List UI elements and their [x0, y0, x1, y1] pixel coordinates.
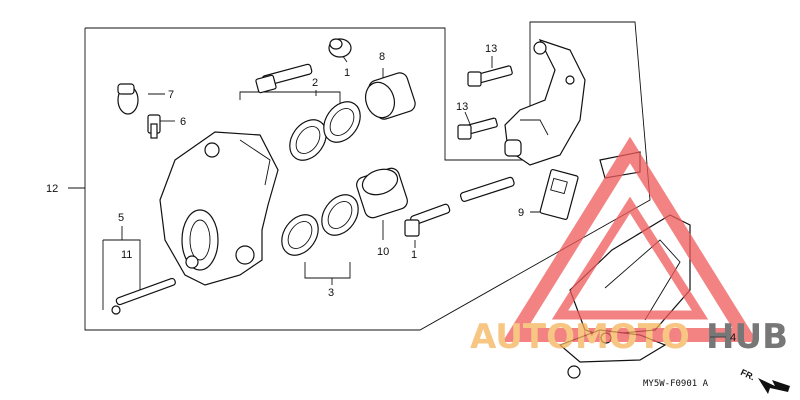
callout-13-bottom: 13	[456, 101, 468, 113]
watermark-logo: AUTOMOTO HUB	[470, 136, 788, 357]
callout-4: 4	[730, 332, 736, 344]
callout-12: 12	[46, 183, 58, 195]
caliper-body	[159, 131, 279, 286]
watermark-word-b: HUB	[706, 317, 788, 357]
callout-7: 7	[168, 89, 174, 101]
pad-pin	[111, 277, 176, 315]
bleeder-cap	[117, 83, 139, 115]
seal-set-upper	[289, 101, 361, 161]
piston-upper	[364, 72, 416, 120]
front-direction-arrow-icon: FR.	[739, 367, 790, 394]
bleeder-valve	[147, 114, 161, 139]
callout-1-top: 1	[344, 67, 350, 79]
diagram-code: MY5W-F0901 A	[643, 379, 709, 389]
guide-pin	[459, 176, 515, 202]
pad-spring	[539, 169, 579, 221]
callout-labels: 1 1 2 3 4 5 6 7 8 9 10 11 12 13 13	[46, 43, 736, 344]
callout-10: 10	[377, 246, 389, 258]
watermark-word-a: AUTOMOTO	[470, 317, 690, 357]
callout-6: 6	[180, 116, 186, 128]
callout-3: 3	[328, 287, 334, 299]
callout-1-bottom: 1	[411, 249, 417, 261]
leader-lines	[102, 51, 726, 338]
callout-11: 11	[121, 249, 132, 261]
callout-13-top: 13	[485, 43, 497, 55]
pin-bolt-lower	[404, 203, 451, 237]
seal-set-lower	[281, 194, 359, 256]
callout-8: 8	[379, 51, 385, 63]
boot-cap	[328, 38, 352, 58]
caliper-bracket	[504, 38, 586, 166]
callout-2: 2	[312, 77, 318, 89]
pin-bolt-upper	[255, 63, 313, 94]
bracket-bolt-lower	[457, 117, 498, 140]
callout-5: 5	[118, 212, 124, 224]
front-direction-label: FR.	[739, 367, 756, 382]
assembly-frame	[68, 21, 651, 331]
piston-lower	[356, 167, 408, 219]
bracket-bolt-upper	[467, 65, 513, 87]
callout-9: 9	[518, 207, 524, 219]
